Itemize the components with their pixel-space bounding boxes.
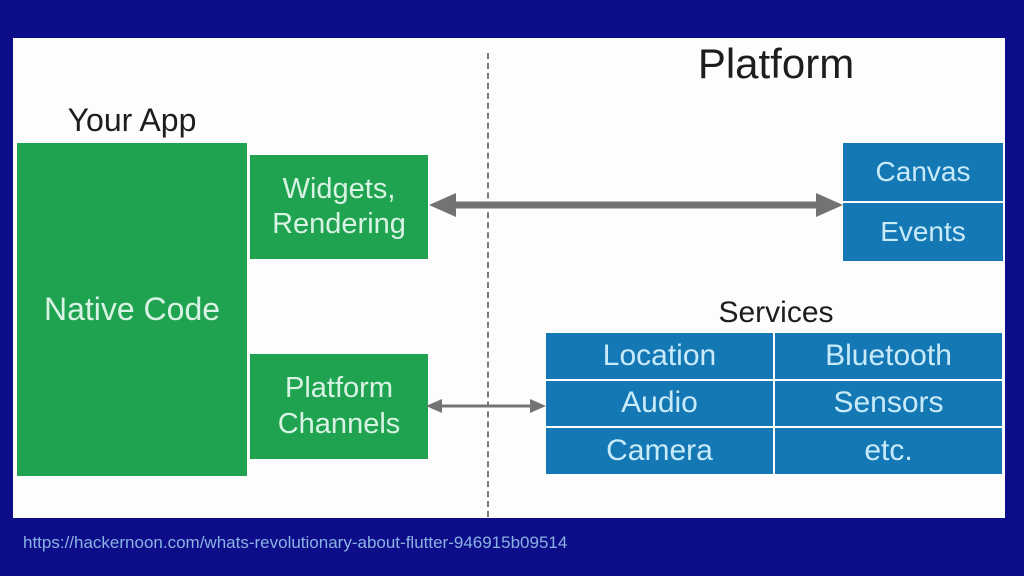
app-platform-divider-line (487, 53, 489, 517)
diagram-canvas: Your App Native Code Widgets, Rendering … (13, 38, 1005, 518)
channels-box-line2: Channels (277, 407, 401, 440)
service-cell-label: Audio (621, 386, 698, 420)
service-cell-location: Location (546, 333, 773, 379)
widgets-box-line1: Widgets, (282, 172, 396, 205)
service-cell-audio: Audio (546, 380, 773, 427)
service-cell-sensors: Sensors (775, 380, 1002, 427)
services-heading: Services (718, 296, 834, 329)
widgets-canvas-bidirectional-arrow-icon (429, 193, 843, 217)
service-cell-camera: Camera (546, 428, 773, 474)
source-url-caption: https://hackernoon.com/whats-revolutiona… (23, 533, 568, 552)
native-code-label: Native Code (43, 290, 221, 327)
events-label: Events (880, 216, 966, 247)
canvas-label: Canvas (875, 156, 971, 187)
channels-services-bidirectional-arrow-icon (426, 399, 546, 413)
service-cell-label: Location (602, 338, 717, 372)
channels-box-line1: Platform (285, 372, 393, 405)
canvas-box: Canvas (843, 143, 1003, 201)
widgets-rendering-box: Widgets, Rendering (250, 155, 428, 259)
service-cell-label: etc. (864, 434, 913, 468)
canvas-events-group: Canvas Events (843, 143, 1003, 261)
platform-channels-box: Platform Channels (250, 354, 428, 459)
services-table: Location Bluetooth Audio Sensors Camera … (546, 333, 1002, 474)
native-code-box: Native Code (17, 143, 247, 476)
service-cell-label: Sensors (833, 386, 944, 420)
your-app-heading: Your App (67, 102, 197, 138)
service-cell-label: Camera (606, 434, 713, 468)
platform-heading: Platform (697, 40, 855, 87)
widgets-box-line2: Rendering (272, 208, 406, 240)
service-cell-label: Bluetooth (825, 338, 952, 372)
service-cell-bluetooth: Bluetooth (775, 333, 1002, 379)
events-box: Events (843, 203, 1003, 261)
service-cell-etc: etc. (775, 428, 1002, 474)
